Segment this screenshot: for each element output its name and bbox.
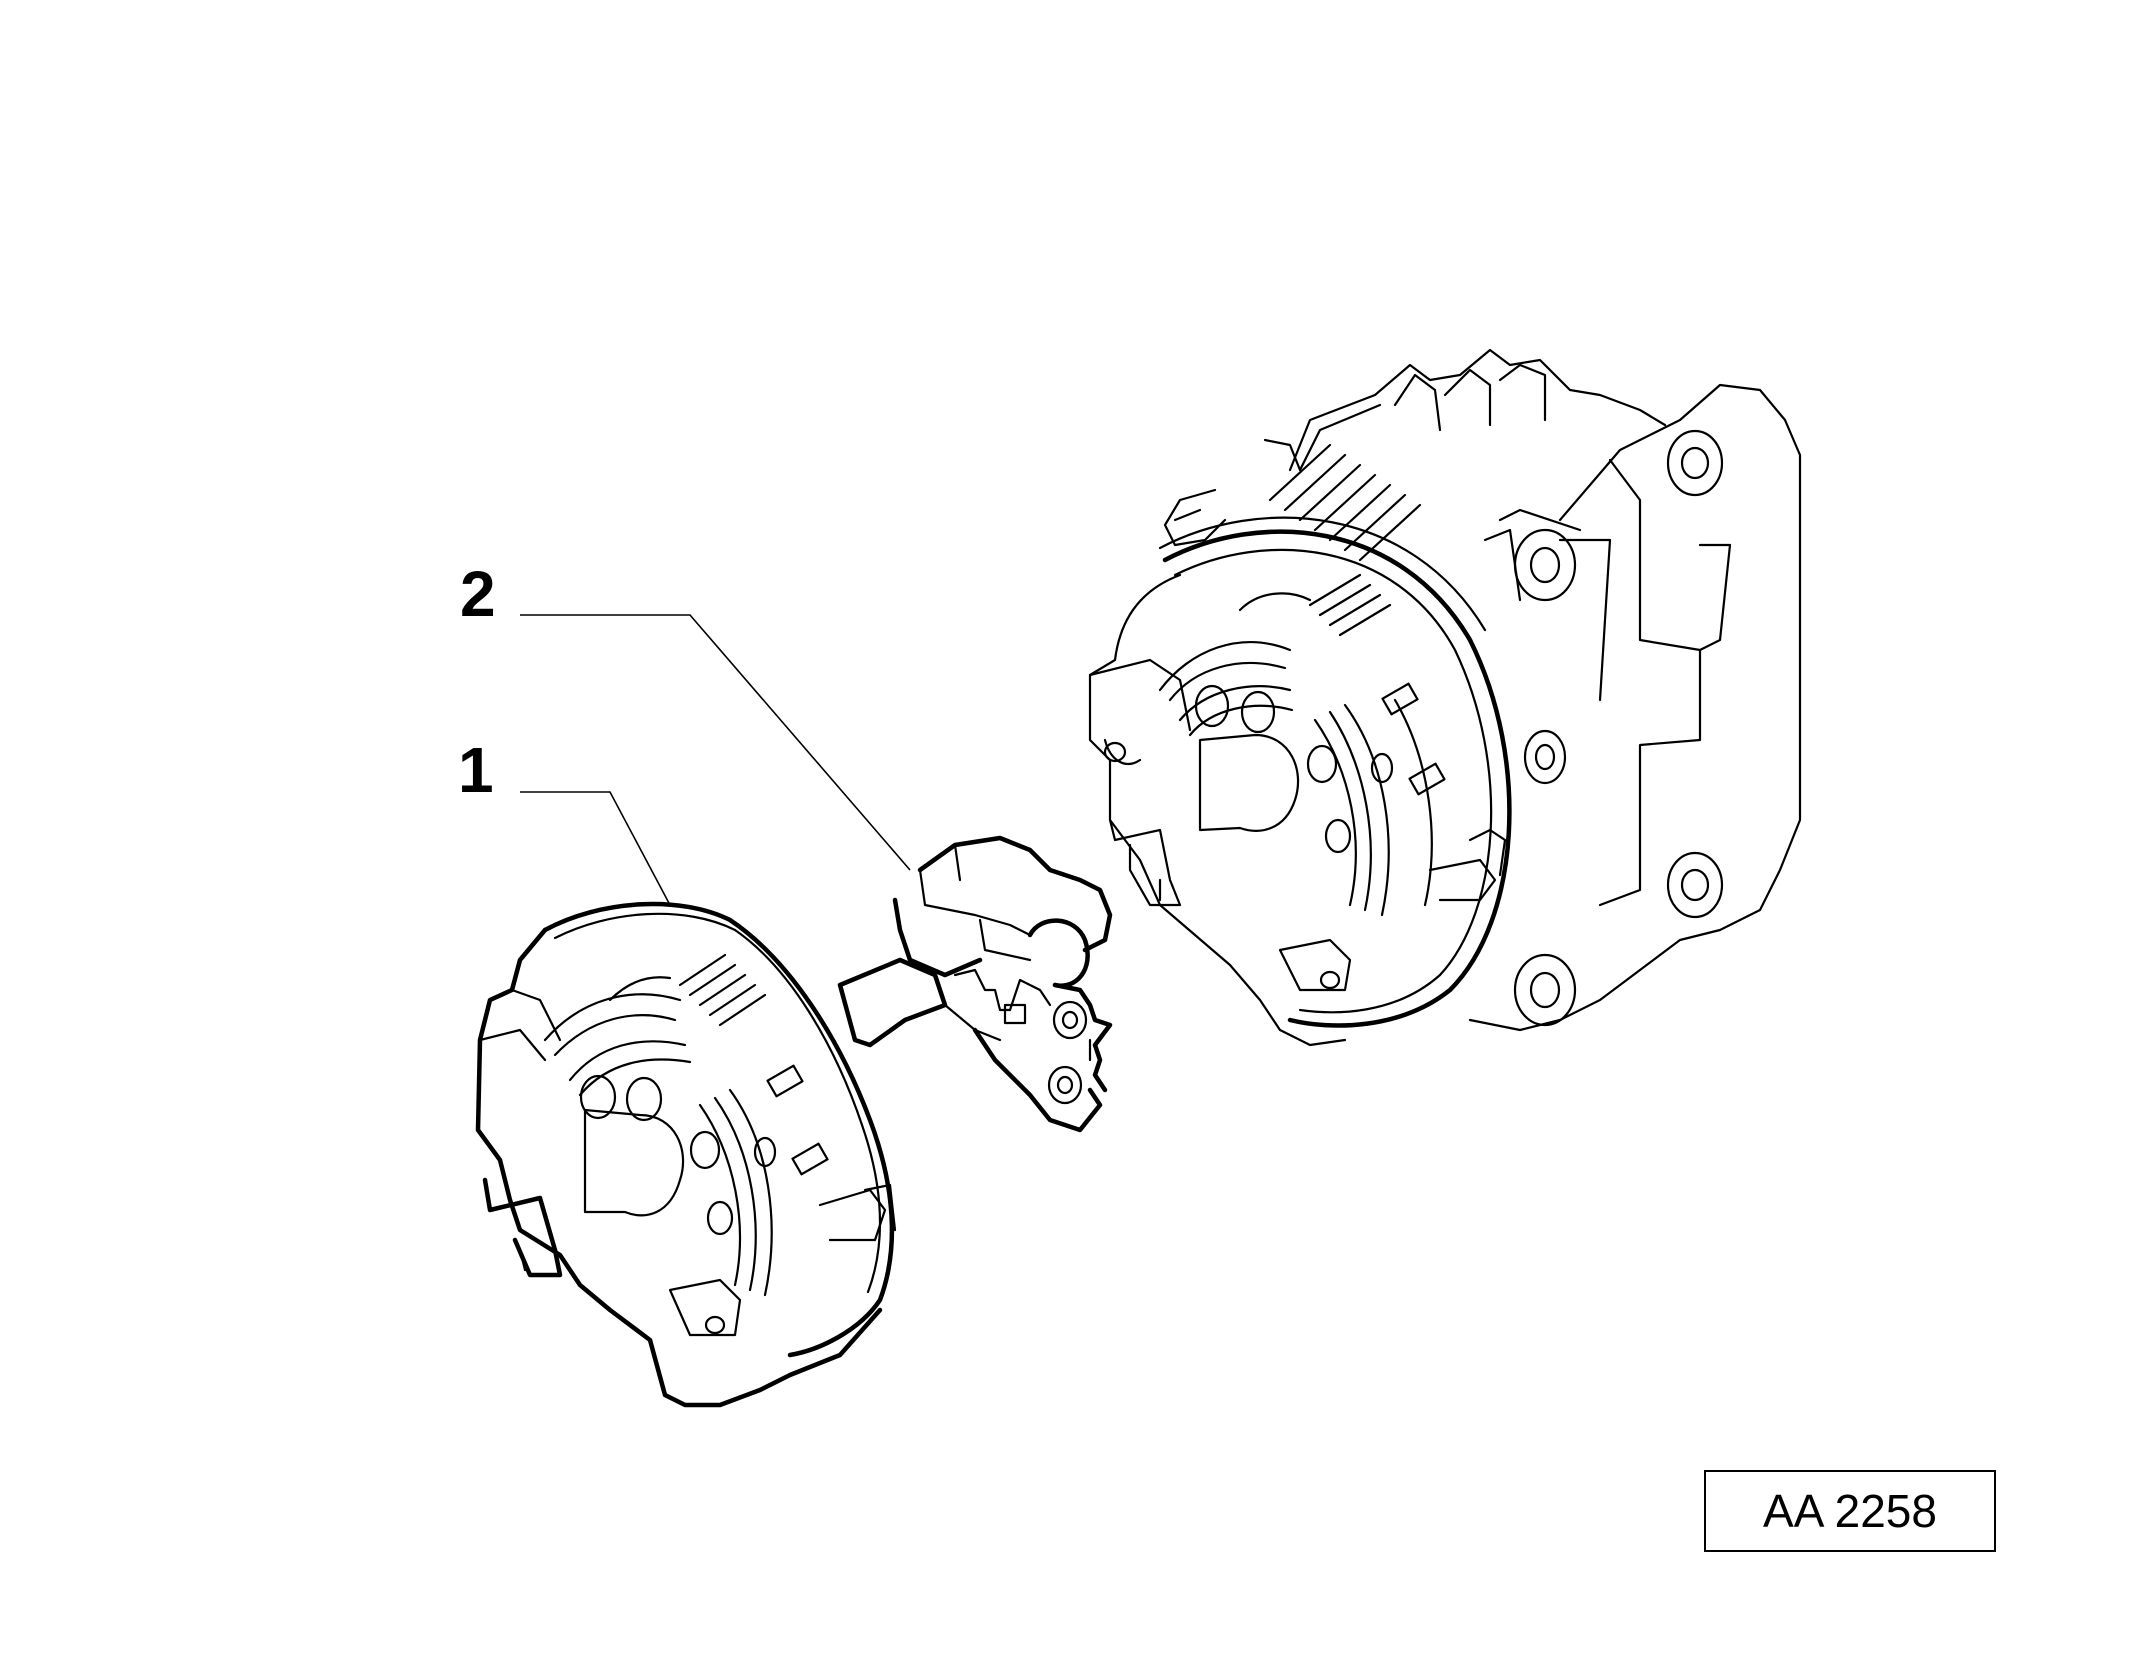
figure-code: AA 2258 (1763, 1485, 1937, 1537)
rear-cover-drawing (475, 901, 897, 1408)
callout-label-1: 1 (458, 734, 494, 806)
callout-label-2: 2 (460, 558, 496, 630)
leader-line-2 (520, 614, 911, 871)
figure-code-box: AA 2258 (1704, 1470, 1996, 1552)
alternator-drawing (1088, 348, 1802, 1047)
voltage-regulator-drawing (837, 835, 1113, 1133)
leader-line-1 (520, 791, 671, 906)
